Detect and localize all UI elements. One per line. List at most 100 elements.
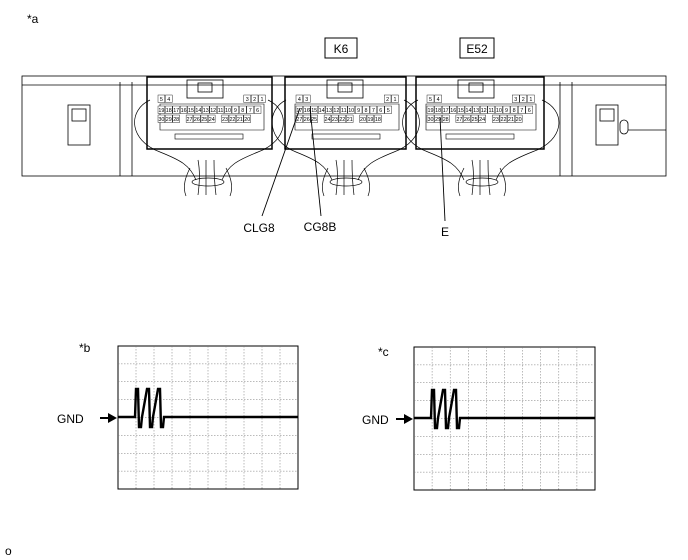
pin-cell [369,105,378,114]
pin-label: 27 [187,117,193,123]
pin-cell [318,105,326,114]
pin-label: 25 [472,117,478,123]
pin-cell [200,114,208,123]
pin-cell [221,114,229,123]
pin-label: 22 [339,117,345,123]
pin-cell [384,105,392,114]
pin-cell [366,114,375,123]
pin-cell [347,105,355,114]
pin-label: 11 [488,108,494,114]
pin-label: 21 [347,117,353,123]
pin-label: 11 [341,108,347,114]
pin-label: 8 [241,108,244,114]
pin-label: 30 [158,117,164,123]
gnd-label-c: GND [362,413,389,427]
footer-label: o [5,544,12,558]
pin-label: 19 [158,108,164,114]
pin-label: 28 [443,117,449,123]
pin-label: 10 [496,108,502,114]
pin-label: 16 [304,108,310,114]
pin-label: 23 [222,117,228,123]
pin-cell [518,105,526,114]
pin-cell [512,94,520,103]
panel-label-a: *a [27,12,39,26]
pin-cell [243,114,251,123]
pin-cell [246,105,254,114]
pin-label: 20 [360,117,366,123]
connector-left [146,76,273,150]
pin-cell [457,105,465,114]
pin-label: 6 [256,108,259,114]
pin-cell [208,114,216,123]
pin-label: 17 [173,108,179,114]
pin-cell [172,114,180,123]
pin-label: 10 [225,108,231,114]
pin-label: 18 [435,108,441,114]
pin-cell [362,105,370,114]
pin-label: 18 [375,117,381,123]
pin-cell [527,94,535,103]
pin-label: 15 [458,108,464,114]
pin-label: 2 [253,97,256,103]
pin-cell [303,94,311,103]
pin-cell [165,105,173,114]
waveform-panel-c [413,346,596,491]
pin-cell [384,94,392,103]
pin-label: 3 [246,97,249,103]
pin-label: 27 [456,117,462,123]
pin-cell [525,105,533,114]
pin-cell [295,94,304,103]
connector-tag-e52: E52 [466,42,488,56]
pin-label: 25 [201,117,207,123]
pin-cell [194,105,203,114]
pin-label: 5 [387,108,390,114]
gnd-arrow-c [396,414,413,424]
pin-cell [325,105,333,114]
pin-label: 13 [473,108,479,114]
panel-label-c: *c [378,345,389,359]
pin-cell [157,94,166,103]
pin-cell [359,114,367,123]
pin-cell [193,114,201,123]
pin-cell [499,114,508,123]
callout-lines [261,107,446,222]
pin-label: 12 [333,108,339,114]
pin-label: 24 [209,117,215,123]
pin-cell [487,105,495,114]
pin-cell [470,114,479,123]
pin-cell [391,94,399,103]
pin-cell [243,94,251,103]
pin-cell [434,105,442,114]
pin-label: 13 [203,108,209,114]
connector-e52 [415,76,545,150]
pin-label: 11 [218,108,224,114]
pin-cell [495,105,503,114]
pin-label: 4 [298,97,301,103]
pin-label: 5 [160,97,163,103]
panel-label-b: *b [79,341,91,355]
pin-label: 26 [194,117,200,123]
pin-cell [185,114,194,123]
pin-label: 8 [513,108,516,114]
pin-label: 1 [261,97,264,103]
terminal-label-e: E [441,225,449,239]
pin-label: 4 [167,97,170,103]
connector-tag-e52-box [459,37,495,59]
pin-cell [346,114,354,123]
pin-cell [216,105,225,114]
pin-cell [374,114,382,123]
pin-cell [202,105,210,114]
pin-label: 22 [229,117,235,123]
gnd-label-b: GND [57,412,84,426]
pin-cell [179,105,188,114]
pin-cell [258,94,266,103]
pin-label: 23 [493,117,499,123]
pin-label: 25 [311,117,317,123]
pin-label: 7 [372,108,375,114]
pin-cell [332,105,341,114]
pin-cell [377,105,385,114]
pin-label: 2 [386,97,389,103]
pin-label: 12 [210,108,216,114]
pin-label: 20 [244,117,250,123]
